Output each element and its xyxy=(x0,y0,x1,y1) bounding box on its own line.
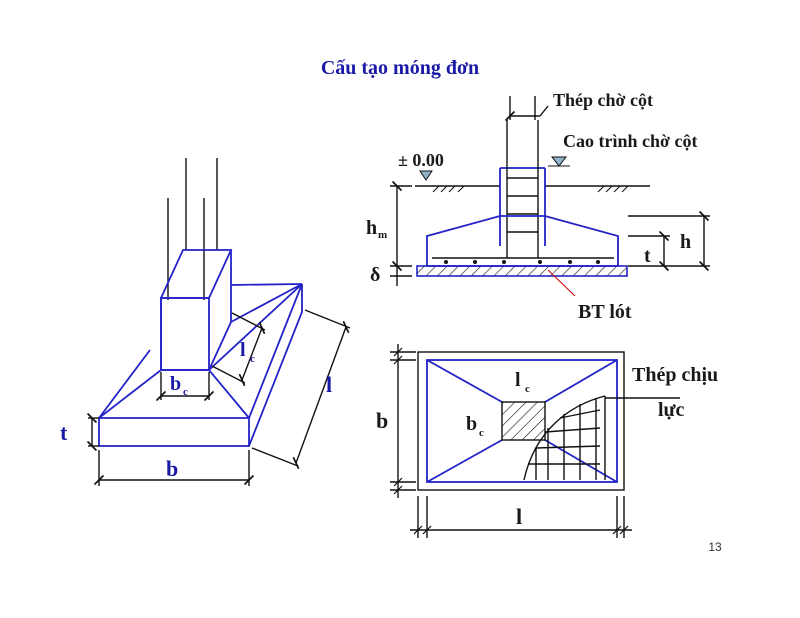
plan-label-lc-sub: c xyxy=(525,383,530,395)
plan-label-b: b xyxy=(376,408,388,433)
iso-label-bc: b xyxy=(170,373,181,395)
iso-label-lc-sub: c xyxy=(250,353,255,365)
iso-label-l: l xyxy=(326,372,332,397)
plan-label-lc: l xyxy=(515,369,521,391)
elevation-label: ± 0.00 xyxy=(398,150,444,170)
iso-label-t: t xyxy=(60,420,68,445)
section-label-h: h xyxy=(680,231,691,253)
plan-label-l: l xyxy=(516,504,522,529)
section-view: ± 0.00 Cao trình chờ cột Thép chờ cột xyxy=(366,90,710,323)
main-rebar-label-line2: lực xyxy=(658,399,685,421)
iso-label-b: b xyxy=(166,456,178,481)
iso-label-bc-sub: c xyxy=(183,386,188,398)
plan-label-bc-sub: c xyxy=(479,427,484,439)
plan-label-bc: b xyxy=(466,413,477,435)
isometric-footing: l c b c t b l xyxy=(60,158,351,486)
column-rebar-label: Thép chờ cột xyxy=(553,90,653,110)
section-label-delta: δ xyxy=(370,264,380,286)
plan-view: Thép chịu lực l c b c b l xyxy=(376,344,718,538)
main-rebar-label-line1: Thép chịu xyxy=(632,364,718,386)
page-title: Cấu tạo móng đơn xyxy=(321,57,479,79)
column-level-label: Cao trình chờ cột xyxy=(563,131,697,151)
section-label-hm-sub: m xyxy=(378,229,387,241)
page-number: 13 xyxy=(708,540,722,554)
section-label-t: t xyxy=(644,245,651,267)
section-label-hm: h xyxy=(366,217,377,239)
lean-concrete-label: BT lót xyxy=(578,301,632,323)
iso-label-lc: l xyxy=(240,339,246,361)
